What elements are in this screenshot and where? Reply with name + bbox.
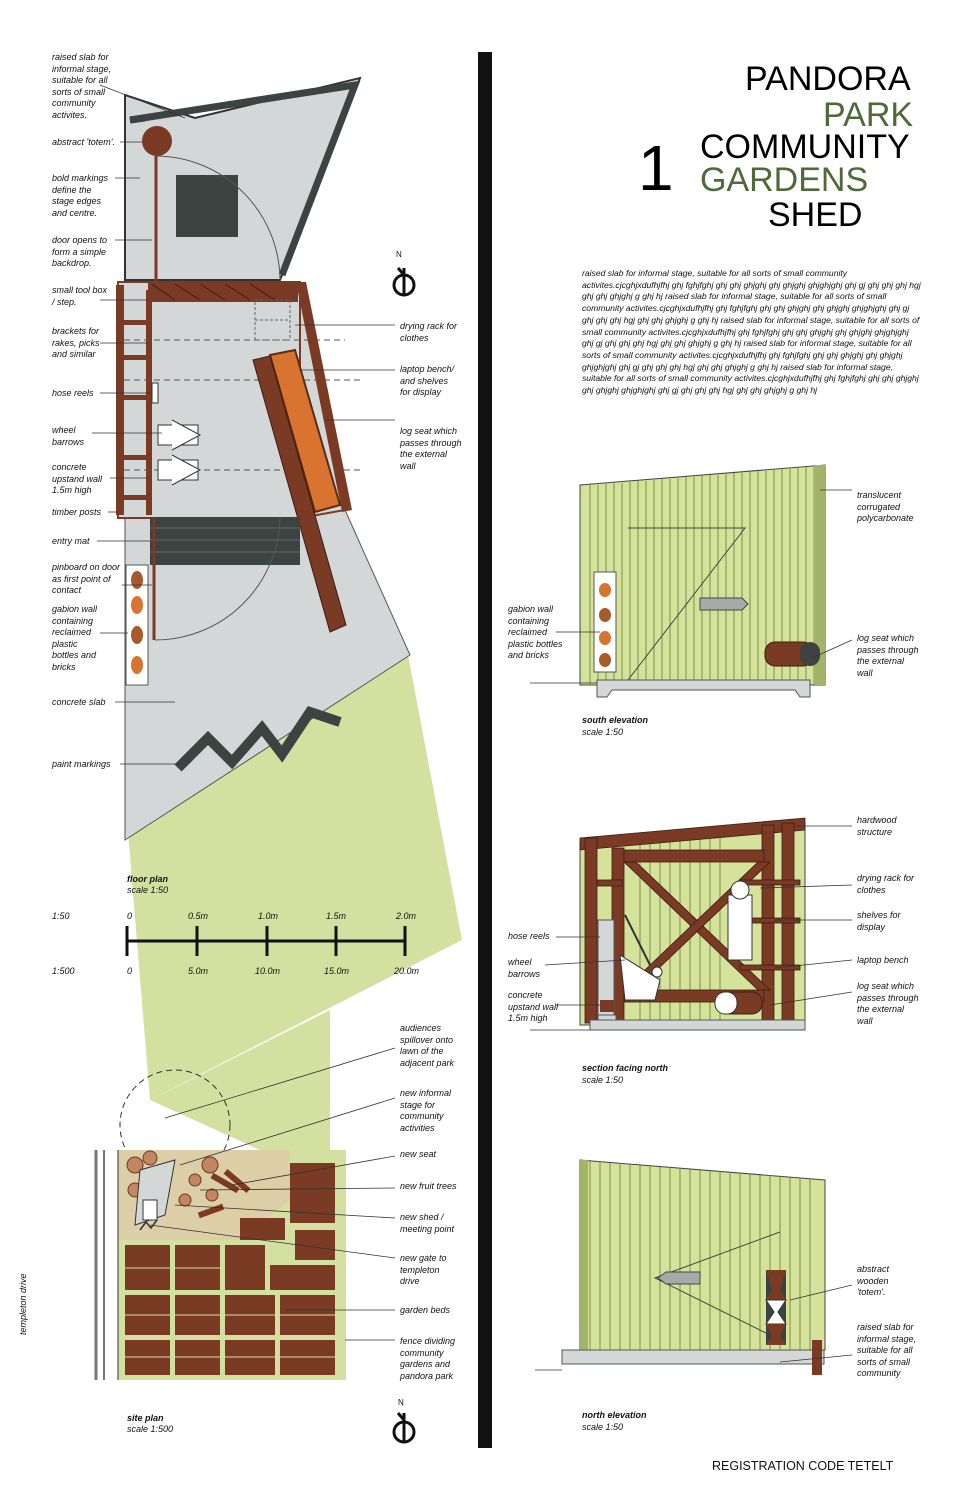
label-laptop-bench-section: laptop bench	[857, 955, 909, 965]
label-laptop-bench: laptop bench/ and shelves for display	[400, 364, 455, 397]
label-audiences: audiences spillover onto lawn of the adj…	[400, 1023, 455, 1068]
scale-tick-1-2: 1.0m	[258, 911, 279, 921]
section-scale: scale 1:50	[582, 1075, 624, 1085]
title-number: 1	[638, 132, 674, 204]
label-fence: fence dividing community gardens and pan…	[400, 1336, 456, 1381]
entry-mat	[150, 517, 300, 565]
scale-tick-1-1: 0.5m	[188, 911, 209, 921]
north-elevation-caption: north elevation	[582, 1410, 647, 1420]
label-totem: abstract 'totem'.	[52, 137, 115, 147]
title-line-park: PARK	[823, 96, 914, 134]
label-timber-posts: timber posts	[52, 507, 102, 517]
label-concrete-slab: concrete slab	[52, 697, 106, 707]
label-new-stage: new informal stage for community activit…	[400, 1088, 452, 1133]
label-totem-north: abstract wooden 'totem'.	[857, 1264, 890, 1297]
description-paragraph: raised slab for informal stage, suitable…	[582, 268, 921, 396]
north-arrow-site	[392, 1412, 416, 1444]
scale-row1-label: 1:50	[52, 911, 70, 921]
south-elevation-drawing	[579, 464, 826, 698]
label-new-seat: new seat	[400, 1149, 437, 1159]
site-plan-scale: scale 1:500	[127, 1424, 174, 1434]
label-new-gate: new gate to templeton drive	[400, 1253, 447, 1286]
label-door: door opens to form a simple backdrop.	[52, 235, 108, 268]
label-tool-box: small tool box / step.	[52, 285, 108, 307]
scale-tick-1-4: 2.0m	[396, 911, 417, 921]
label-pinboard: pinboard on door as first point of conta…	[52, 562, 121, 595]
label-log-seat-section: log seat which passes through the extern…	[857, 981, 919, 1026]
title-line-gardens: GARDENS	[700, 161, 869, 199]
stage-centre-square	[176, 175, 238, 237]
label-garden-beds: garden beds	[400, 1305, 451, 1315]
label-drying-rack-section: drying rack for clothes	[857, 873, 915, 895]
label-hose-reels-section: hose reels	[508, 931, 550, 941]
wheelbarrows-plan	[157, 419, 202, 486]
floor-plan-caption: floor plan	[127, 874, 168, 884]
scale-tick-2-2: 10.0m	[255, 966, 281, 976]
north-elevation-drawing	[561, 1159, 826, 1375]
registration-code: REGISTRATION CODE TETELT	[712, 1459, 894, 1473]
north-label-site: N	[398, 1398, 404, 1407]
label-hose-reels: hose reels	[52, 388, 94, 398]
title-line-community: COMMUNITY	[700, 128, 910, 166]
fruit-trees	[126, 1150, 219, 1207]
label-fruit-trees: new fruit trees	[400, 1181, 457, 1191]
label-raised-slab-north: raised slab for informal stage, suitable…	[857, 1322, 917, 1378]
log-seat-plan	[252, 355, 347, 633]
totem-plan	[142, 126, 172, 156]
scale-tick-1-0: 0	[127, 911, 133, 921]
label-paint-markings: paint markings	[52, 759, 111, 769]
laptop-bench-plan	[268, 348, 342, 514]
totem-elevation	[765, 1270, 787, 1345]
scale-tick-2-0: 0	[127, 966, 133, 976]
stage-edge-marking	[129, 80, 361, 277]
north-arrow-floor	[392, 267, 416, 297]
label-wheel-barrows-section: wheel barrows	[508, 957, 541, 979]
divider-bar	[478, 52, 492, 1448]
scale-tick-2-3: 15.0m	[324, 966, 350, 976]
scale-tick-1-3: 1.5m	[326, 911, 347, 921]
label-upstand-section: concrete upstand wall 1.5m high	[508, 990, 559, 1023]
paint-markings	[174, 706, 342, 772]
label-hardwood: hardwood structure	[857, 815, 897, 837]
north-label-floor: N	[396, 250, 402, 259]
label-shelves: shelves for display	[857, 910, 901, 932]
label-log-seat-south: log seat which passes through the extern…	[857, 633, 919, 678]
label-entry-mat: entry mat	[52, 536, 90, 546]
section-caption: section facing north	[582, 1063, 669, 1073]
scale-row2-label: 1:500	[52, 966, 75, 976]
gabion-wall-plan	[125, 564, 149, 686]
label-gabion-wall: gabion wall containing reclaimed plastic…	[52, 604, 98, 672]
label-bold-markings: bold markings define the stage edges and…	[52, 173, 109, 218]
south-elevation-caption: south elevation	[582, 715, 649, 725]
south-elevation-scale: scale 1:50	[582, 727, 624, 737]
label-brackets: brackets for rakes, picks and similar	[52, 326, 100, 359]
label-drying-rack: drying rack for clothes	[400, 321, 458, 343]
scale-tick-2-4: 20.0m	[394, 966, 420, 976]
title-line-pandora: PANDORA	[745, 60, 911, 98]
scale-tick-2-1: 5.0m	[188, 966, 209, 976]
label-gabion-south: gabion wall containing reclaimed plastic…	[508, 604, 563, 660]
label-polycarbonate: translucent corrugated polycarbonate	[857, 490, 914, 523]
scale-bar	[125, 926, 407, 956]
section-drawing	[579, 817, 806, 1031]
north-elevation-scale: scale 1:50	[582, 1422, 624, 1432]
floor-plan-scale: scale 1:50	[127, 885, 169, 895]
site-plan-caption: site plan	[127, 1413, 164, 1423]
label-new-shed: new shed / meeting point	[400, 1212, 455, 1234]
timber-posts	[116, 285, 152, 515]
label-upstand-wall: concrete upstand wall 1.5m high	[52, 462, 103, 495]
label-raised-slab: raised slab for informal stage, suitable…	[52, 52, 112, 120]
label-street: templeton drive	[18, 1273, 28, 1335]
label-log-seat: log seat which passes through the extern…	[400, 426, 462, 471]
label-wheel-barrows: wheel barrows	[52, 425, 85, 447]
title-line-shed: SHED	[768, 196, 863, 234]
